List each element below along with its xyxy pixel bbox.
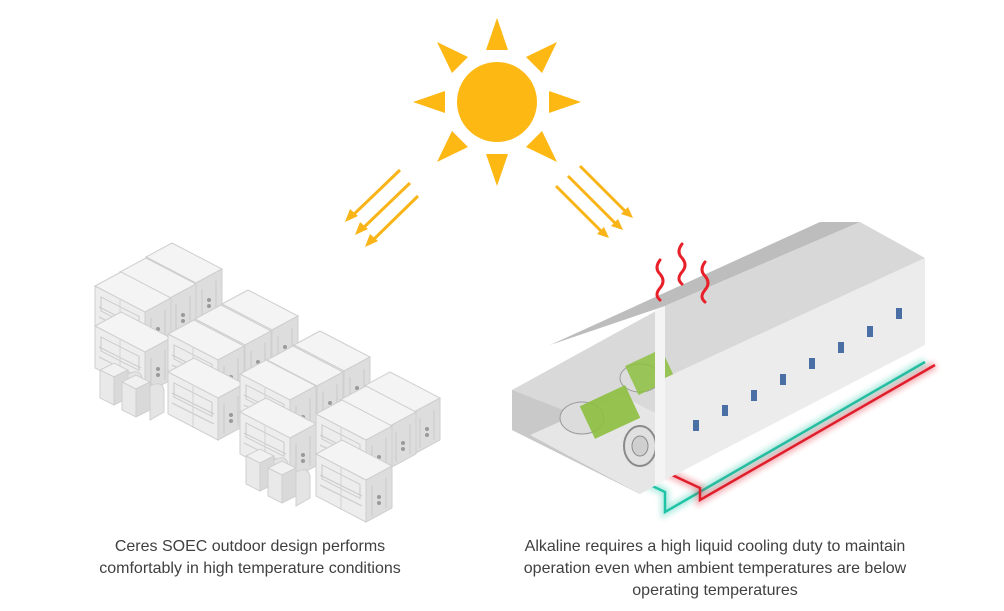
sunlight-arrows-icon: [345, 168, 420, 247]
caption-alkaline: Alkaline requires a high liquid cooling …: [480, 536, 950, 602]
sunlight-arrows-right-icon: [554, 164, 633, 238]
caption-alkaline-line-1: Alkaline requires a high liquid cooling …: [524, 538, 906, 555]
building-windows: [693, 308, 902, 431]
caption-soec-line-2: comfortably in high temperature conditio…: [99, 560, 401, 577]
caption-soec: Ceres SOEC outdoor design performs comfo…: [60, 536, 440, 580]
caption-soec-line-1: Ceres SOEC outdoor design performs: [114, 538, 386, 555]
caption-alkaline-line-2: operation even when ambient temperatures…: [523, 560, 907, 577]
caption-alkaline-line-3: operating temperatures: [632, 582, 798, 599]
sun-icon: [413, 18, 581, 186]
electrolyser-coil-icon: [559, 349, 675, 467]
alkaline-building-icon: [512, 222, 937, 519]
heat-waves-icon: [655, 242, 710, 304]
soec-module-cluster-icon: [94, 242, 441, 523]
